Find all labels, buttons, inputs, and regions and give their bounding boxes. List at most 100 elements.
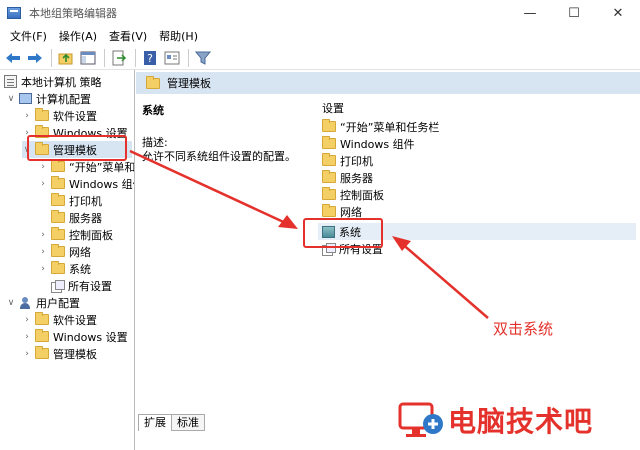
maximize-button[interactable]: ☐ (568, 5, 580, 21)
tree-node-all-settings[interactable]: 所有设置 (38, 277, 112, 294)
properties-icon (164, 51, 180, 64)
folder-icon (51, 193, 65, 206)
list-item-system[interactable]: 系统 (318, 223, 636, 240)
folder-icon (322, 187, 336, 200)
collapsed-chevron-icon[interactable]: › (41, 229, 45, 240)
filter-button[interactable] (193, 48, 213, 68)
description-pane: 系统 描述: 允许不同系统组件设置的配置。 (136, 94, 312, 412)
tree-node-server[interactable]: 服务器 (38, 209, 102, 226)
tree-node-local-policy[interactable]: 本地计算机 策略 (4, 73, 102, 90)
toolbar-separator (104, 48, 105, 67)
forward-button[interactable] (25, 48, 45, 68)
help-icon: ? (144, 50, 156, 65)
collapsed-chevron-icon[interactable]: › (41, 161, 45, 172)
tree-node-user-config[interactable]: ∨ 用户配置 (6, 294, 80, 311)
close-button[interactable]: ✕ (612, 5, 624, 21)
user-icon (19, 296, 32, 309)
tab-extended[interactable]: 扩展 (138, 414, 172, 431)
tree-node-start-menu[interactable]: › “开始”菜单和 (38, 158, 134, 175)
collapsed-chevron-icon[interactable]: › (25, 348, 29, 359)
tree-node-uc-software[interactable]: › 软件设置 (22, 311, 97, 328)
folder-icon (146, 75, 160, 89)
list-item[interactable]: 控制面板 (322, 186, 384, 203)
monitor-logo-icon (398, 400, 444, 440)
title-bar: 本地组策略编辑器 — ☐ ✕ (0, 0, 640, 26)
list-item-label: 服务器 (340, 171, 373, 185)
column-header-settings[interactable]: 设置 (322, 102, 344, 115)
list-item[interactable]: 打印机 (322, 152, 373, 169)
description-text: 允许不同系统组件设置的配置。 (142, 150, 296, 163)
collapsed-chevron-icon[interactable]: › (41, 246, 45, 257)
toolbar-separator (188, 48, 189, 67)
collapsed-chevron-icon[interactable]: › (25, 314, 29, 325)
tree-node-label: 所有设置 (68, 279, 112, 293)
watermark-logo: 电脑技术吧 (398, 396, 593, 444)
expanded-chevron-icon[interactable]: ∨ (7, 93, 15, 104)
watermark-text: 电脑技术吧 (448, 405, 594, 438)
forward-arrow-icon (28, 52, 42, 63)
tree-node-label: 管理模板 (53, 347, 97, 361)
tree-node-printers[interactable]: 打印机 (38, 192, 102, 209)
tree-node-label: 服务器 (69, 211, 102, 225)
tree-node-uc-windows[interactable]: › Windows 设置 (22, 328, 128, 345)
all-settings-icon (51, 279, 65, 293)
folder-icon (322, 136, 336, 149)
folder-icon (35, 125, 49, 138)
console-tree: 本地计算机 策略 ∨ 计算机配置 › 软件设置 › Windows 设置 ∨ 管… (0, 70, 135, 450)
tree-node-label: 计算机配置 (36, 92, 91, 106)
collapsed-chevron-icon[interactable]: › (41, 263, 45, 274)
collapsed-chevron-icon[interactable]: › (25, 127, 29, 138)
back-button[interactable] (3, 48, 23, 68)
list-item-label: 打印机 (340, 154, 373, 168)
tree-node-uc-admin-templates[interactable]: › 管理模板 (22, 345, 97, 362)
up-one-level-button[interactable] (56, 48, 76, 68)
toolbar: ? (0, 46, 640, 70)
list-item[interactable]: “开始”菜单和任务栏 (322, 118, 439, 135)
list-item-label: 系统 (339, 225, 361, 239)
show-hide-tree-icon (80, 51, 96, 64)
expanded-chevron-icon[interactable]: ∨ (7, 297, 15, 308)
folder-icon (322, 170, 336, 183)
collapsed-chevron-icon[interactable]: › (25, 331, 29, 342)
help-button[interactable]: ? (140, 48, 160, 68)
folder-icon (322, 119, 336, 132)
export-list-icon (112, 50, 127, 65)
folder-up-icon (58, 53, 73, 64)
toolbar-separator (135, 48, 136, 67)
window-title: 本地组策略编辑器 (29, 7, 117, 20)
tree-node-control-panel[interactable]: › 控制面板 (38, 226, 113, 243)
toolbar-separator (51, 48, 52, 67)
menu-action[interactable]: 操作(A) (58, 30, 98, 43)
menu-bar: 文件(F) 操作(A) 查看(V) 帮助(H) (0, 26, 640, 46)
tab-standard[interactable]: 标准 (172, 414, 205, 431)
list-item[interactable]: 服务器 (322, 169, 373, 186)
tree-node-label: 控制面板 (69, 228, 113, 242)
collapsed-chevron-icon[interactable]: › (41, 178, 45, 189)
properties-button[interactable] (162, 48, 182, 68)
minimize-button[interactable]: — (523, 5, 537, 21)
list-item[interactable]: Windows 组件 (322, 135, 415, 152)
tree-node-system[interactable]: › 系统 (38, 260, 91, 277)
folder-icon (322, 204, 336, 217)
menu-file[interactable]: 文件(F) (10, 30, 47, 43)
tree-node-cc-software[interactable]: › 软件设置 (22, 107, 97, 124)
tree-node-computer-config[interactable]: ∨ 计算机配置 (6, 90, 91, 107)
filter-icon (195, 51, 211, 65)
folder-icon (51, 176, 65, 189)
tree-node-network[interactable]: › 网络 (38, 243, 91, 260)
details-header: 管理模板 (136, 72, 640, 94)
tree-node-label: Windows 设置 (53, 330, 128, 344)
folder-icon (51, 244, 65, 257)
policy-icon (4, 75, 17, 88)
menu-help[interactable]: 帮助(H) (159, 30, 198, 43)
export-list-button[interactable] (109, 48, 129, 68)
view-tabs: 扩展 标准 (138, 414, 205, 432)
collapsed-chevron-icon[interactable]: › (25, 110, 29, 121)
folder-icon (35, 142, 49, 155)
list-item[interactable]: 网络 (322, 203, 362, 220)
tree-node-windows-components[interactable]: › Windows 组件 (38, 175, 134, 192)
tree-node-cc-admin-templates[interactable]: ∨ 管理模板 (22, 141, 132, 158)
menu-view[interactable]: 查看(V) (109, 30, 148, 43)
show-hide-tree-button[interactable] (78, 48, 98, 68)
tree-node-label: 软件设置 (53, 109, 97, 123)
